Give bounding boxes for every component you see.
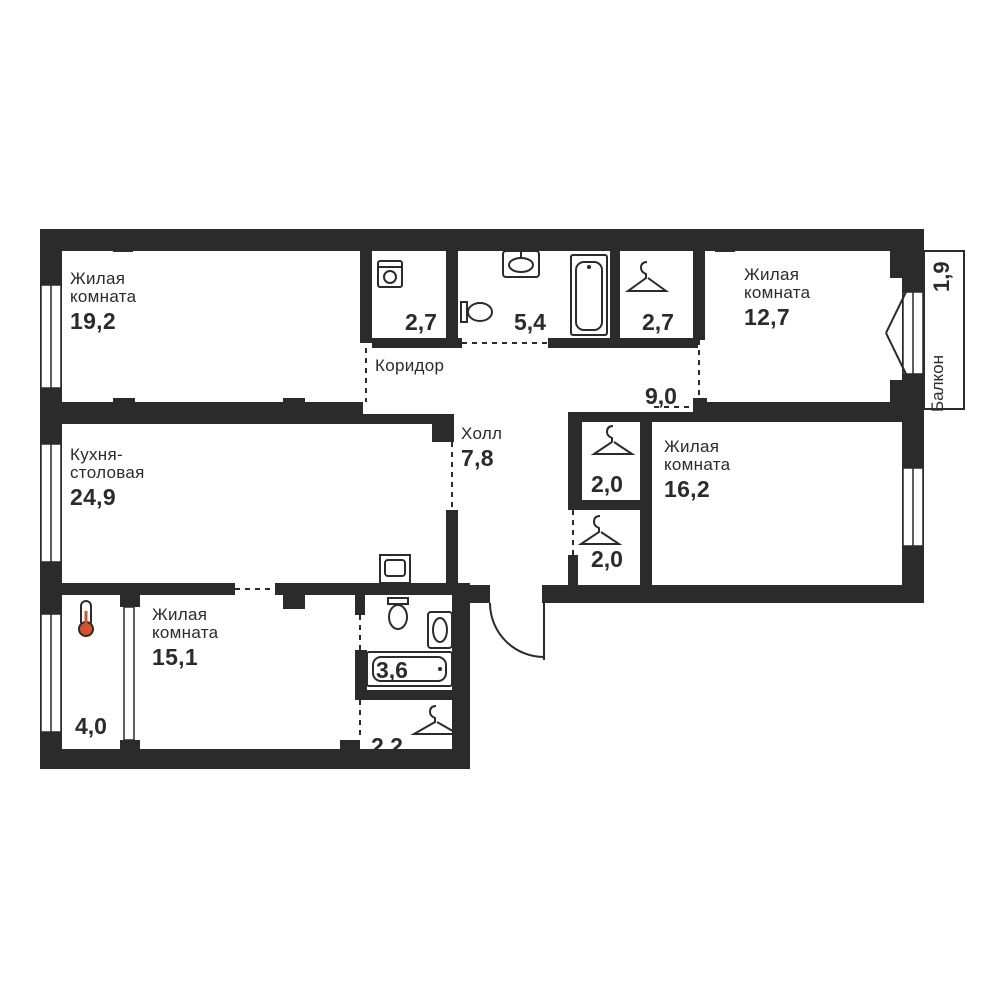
hanger-icon: [577, 515, 623, 545]
bathroom-2-area: 3,6: [376, 657, 408, 683]
room-name: Кухня- столовая: [70, 445, 145, 482]
toilet-2: [387, 597, 409, 630]
room-area: 7,8: [461, 445, 494, 471]
closet-2-area: 2,0: [591, 471, 623, 497]
bathtub-2: [366, 651, 453, 687]
corridor-label: Коридор: [375, 356, 445, 375]
room-name: Жилая комната: [744, 265, 811, 302]
balcony-label: Балкон: [928, 354, 947, 412]
room-living-3: Жилая комната 16,2: [664, 437, 731, 503]
hanger-icon: [590, 425, 636, 455]
closet-4-area: 2,2: [371, 733, 403, 759]
closet-3-area: 2,0: [591, 546, 623, 572]
room-area: 19,2: [70, 308, 116, 334]
room-name: Холл: [461, 424, 503, 443]
hanger-icon: [410, 705, 462, 735]
washing-machine-icon: [377, 260, 403, 288]
thermometer-icon: [78, 600, 94, 637]
room-area: 24,9: [70, 484, 116, 510]
sink-1: [502, 250, 540, 278]
bathtub-1: [570, 254, 608, 336]
room-area: 15,1: [152, 644, 198, 670]
sink-2: [427, 611, 453, 649]
laundry-area: 2,7: [405, 309, 437, 335]
room-hall: Холл 7,8: [461, 424, 503, 472]
loggia-area: 4,0: [75, 713, 107, 739]
room-kitchen: Кухня- столовая 24,9: [70, 445, 145, 511]
doors: [489, 291, 907, 660]
hall-right-area: 9,0: [645, 383, 677, 409]
hanger-icon: [624, 261, 670, 292]
balcony-area: 1,9: [929, 261, 954, 292]
closet-1-area: 2,7: [642, 309, 674, 335]
room-living-4: Жилая комната 15,1: [152, 605, 219, 671]
bathroom-1-area: 5,4: [514, 309, 546, 335]
room-name: Жилая комната: [70, 269, 137, 306]
room-living-1: Жилая комната 19,2: [70, 269, 137, 335]
openings: [235, 340, 700, 740]
room-name: Жилая комната: [664, 437, 731, 474]
balcony-frame: [923, 250, 965, 410]
room-living-2: Жилая комната 12,7: [744, 265, 811, 331]
room-area: 16,2: [664, 476, 710, 502]
windows: [40, 284, 924, 741]
room-name: Жилая комната: [152, 605, 219, 642]
kitchen-sink: [379, 554, 411, 584]
toilet-1: [460, 301, 493, 323]
room-area: 12,7: [744, 304, 790, 330]
interior-walls: [40, 240, 910, 762]
